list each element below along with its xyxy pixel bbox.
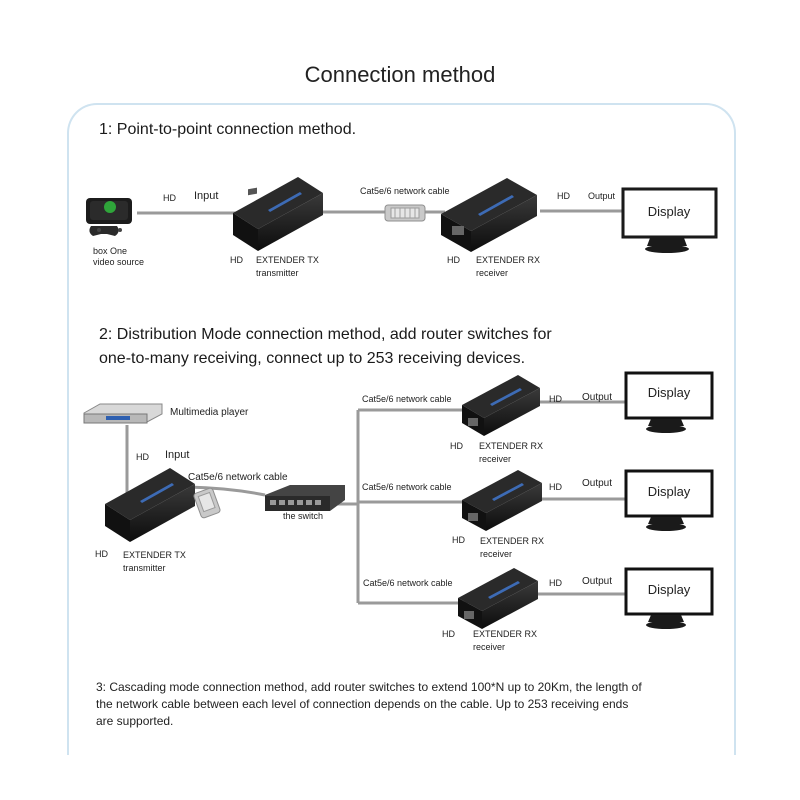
cable-label: Cat5e/6 network cable (362, 482, 452, 492)
extender-rx-device (458, 568, 538, 629)
cable-label: Cat5e/6 network cable (360, 186, 450, 196)
rj45-connector-icon (193, 487, 221, 519)
section2-cables (125, 400, 628, 605)
section1-cables (137, 209, 625, 215)
rx-label: receiver (480, 549, 513, 559)
multimedia-player-icon (83, 403, 163, 424)
tx-label: transmitter (123, 563, 166, 573)
extender-rx-device (462, 470, 542, 531)
hd-label: HD (442, 629, 455, 639)
display-monitor-icon (624, 469, 714, 531)
section1-heading: 1: Point-to-point connection method. (99, 121, 357, 138)
hd-label: HD (230, 255, 243, 265)
extender-rx-device (441, 178, 537, 252)
hd-label: HD (447, 255, 460, 265)
hd-label: HD (163, 193, 176, 203)
player-label: Multimedia player (170, 407, 249, 418)
game-console-icon (86, 198, 132, 236)
cable-label: Cat5e/6 network cable (362, 394, 452, 404)
cable-label: Cat5e/6 network cable (363, 578, 453, 588)
output-label: Output (582, 478, 613, 489)
extender-tx-device (233, 177, 323, 251)
section3-note: the network cable between each level of … (96, 697, 629, 711)
section2-heading: 2: Distribution Mode connection method, … (99, 326, 552, 343)
rx-label: receiver (479, 454, 512, 464)
source-label: box One (93, 246, 128, 256)
rj45-connector-icon (384, 204, 426, 222)
source-label: video source (93, 257, 145, 267)
display-monitor-icon (621, 187, 718, 253)
extender-rx-device (462, 375, 540, 436)
extender-tx-device (105, 468, 195, 542)
hd-label: HD (452, 535, 465, 545)
cable-label: Cat5e/6 network cable (188, 472, 288, 483)
display-label: Display (647, 484, 691, 499)
section2-heading: one-to-many receiving, connect up to 253… (99, 350, 526, 367)
display-label: Display (647, 582, 691, 597)
hd-label: HD (95, 549, 108, 559)
rx-label: receiver (476, 268, 509, 278)
output-label: Output (588, 191, 616, 201)
hd-label: HD (450, 441, 463, 451)
content-panel (67, 103, 736, 755)
hd-label: HD (557, 191, 570, 201)
rx-label: EXTENDER RX (479, 441, 544, 451)
display-monitor-icon (624, 567, 714, 629)
output-label: Output (582, 576, 613, 587)
rx-label: EXTENDER RX (480, 536, 545, 546)
hd-label: HD (549, 578, 562, 588)
display-label: Display (647, 204, 691, 219)
input-label: Input (194, 190, 219, 202)
tx-label: EXTENDER TX (123, 550, 186, 560)
hd-label: HD (136, 452, 149, 462)
rx-label: receiver (473, 642, 506, 652)
tx-label: EXTENDER TX (256, 255, 319, 265)
section3-note: are supported. (96, 714, 174, 728)
output-label: Output (582, 392, 613, 403)
section3-note: 3: Cascading mode connection method, add… (96, 680, 642, 694)
input-label: Input (165, 449, 190, 461)
network-switch-icon (265, 485, 345, 511)
hd-label: HD (549, 482, 562, 492)
display-label: Display (647, 385, 691, 400)
hd-label: HD (549, 394, 562, 404)
page-title: Connection method (304, 62, 496, 87)
rx-label: EXTENDER RX (473, 629, 538, 639)
tx-label: transmitter (256, 268, 299, 278)
switch-label: the switch (283, 511, 324, 521)
rx-label: EXTENDER RX (476, 255, 541, 265)
display-monitor-icon (624, 371, 714, 433)
